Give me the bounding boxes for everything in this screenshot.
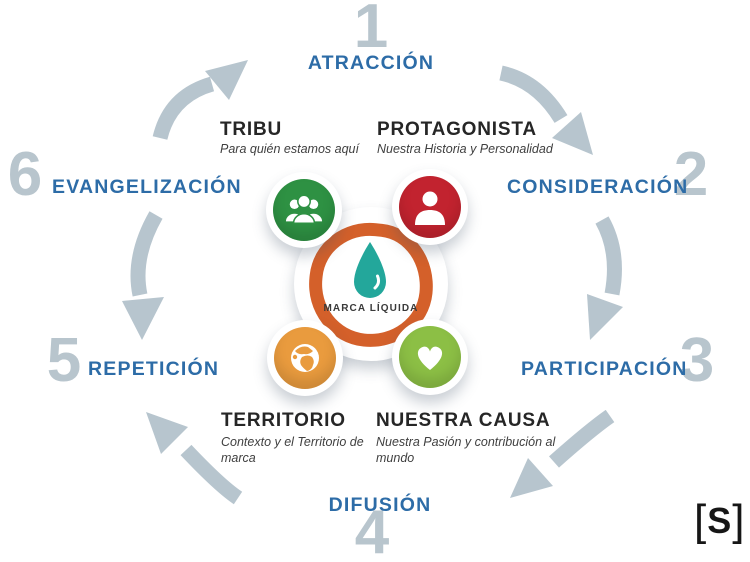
nuestra-causa-title: NUESTRA CAUSA [376,410,551,431]
tribu-circle [273,179,335,241]
tribu-subtitle: Para quién estamos aquí [220,142,359,156]
nuestra-causa-circle [399,326,461,388]
person-icon [415,191,445,225]
territorio-disc [267,320,343,396]
water-drop-icon [354,242,386,298]
stage-label-consideracion: CONSIDERACIÓN [507,176,689,198]
protagonista-circle [399,176,461,238]
protagonista-disc [392,169,468,245]
stage-number-4: 4 [354,498,390,562]
stage-label-evangelizacion: EVANGELIZACIÓN [52,176,242,198]
stage-number-3: 3 [679,326,715,395]
tribu-disc [266,172,342,248]
stage-label-atraccion: ATRACCIÓN [307,52,435,74]
globe-icon [291,344,319,372]
s-logo-letter: S [707,499,732,541]
arrow-consideracion-to-participacion [587,216,623,340]
s-logo-open-bracket: [ [694,496,707,545]
people-group-icon [285,194,323,225]
stage-number-5: 5 [46,326,82,395]
arrow-evangelizacion-to-atraccion [152,60,248,140]
stage-label-participacion: PARTICIPACIÓN [521,358,688,380]
s-logo: [ S ] [694,496,745,545]
stage-number-2: 2 [673,140,709,209]
arrow-difusion-to-repeticion [146,412,243,505]
stage-label-repeticion: REPETICIÓN [88,358,220,380]
arrow-participacion-to-difusion [510,410,615,498]
tribu-title: TRIBU [220,119,283,140]
arrow-left-evangelizacion-repeticion [122,211,164,340]
territorio-title: TERRITORIO [221,410,346,431]
heart-icon [417,346,443,370]
hub-label: MARCA LÍQUIDA [323,303,419,314]
nuestra-causa-disc [392,319,468,395]
stage-number-6: 6 [7,140,43,209]
territorio-circle [274,327,336,389]
protagonista-title: PROTAGONISTA [377,119,537,140]
territorio-subtitle: Contexto y el Territorio de marca [221,435,364,466]
stage-number-1: 1 [353,0,389,61]
s-logo-close-bracket: ] [732,496,745,545]
nuestra-causa-subtitle: Nuestra Pasión y contribución al mundo [376,435,556,466]
arrow-atraccion-to-consideracion [499,65,593,155]
stage-label-difusion: DIFUSIÓN [328,494,432,516]
protagonista-subtitle: Nuestra Historia y Personalidad [377,142,553,156]
